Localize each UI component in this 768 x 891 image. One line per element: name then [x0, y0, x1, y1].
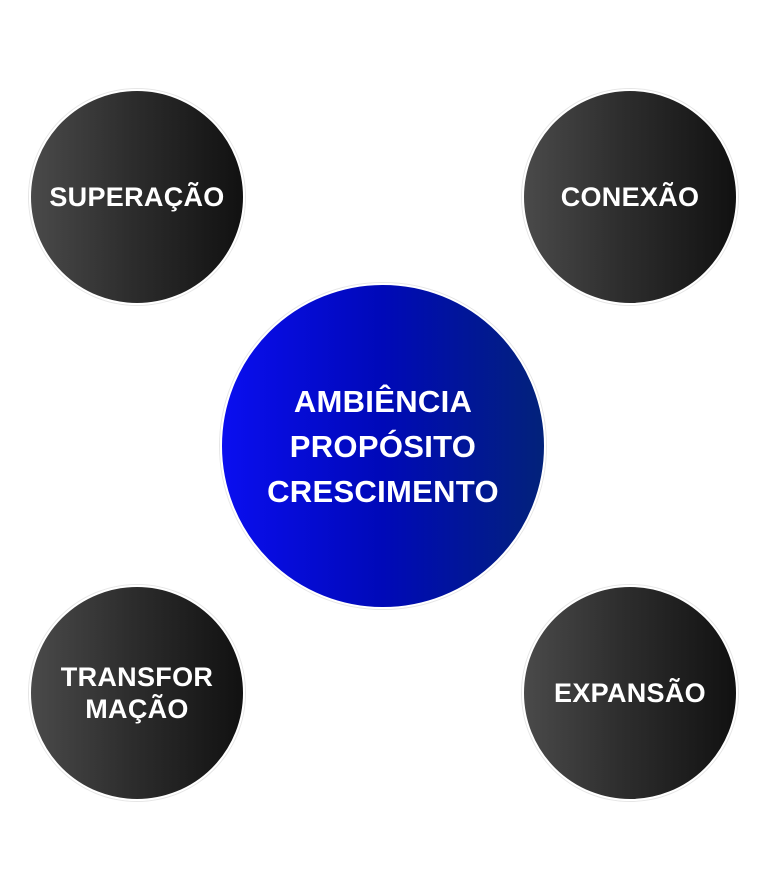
circle-transformacao: TRANSFOR MAÇÃO	[29, 585, 245, 801]
circle-label-line-2: MAÇÃO	[85, 694, 189, 724]
circle-expansao: EXPANSÃO	[522, 585, 738, 801]
center-label-line-2: PROPÓSITO	[289, 428, 477, 464]
center-label-line-1: AMBIÊNCIA	[293, 383, 473, 419]
center-circle: AMBIÊNCIA PROPÓSITO CRESCIMENTO	[220, 283, 546, 609]
center-label-line-3: CRESCIMENTO	[267, 473, 499, 509]
circle-label-line-1: TRANSFOR	[60, 662, 214, 692]
circle-label: CONEXÃO	[560, 182, 700, 212]
circle-label: EXPANSÃO	[554, 678, 706, 708]
circle-conexao: CONEXÃO	[522, 89, 738, 305]
circle-superacao: SUPERAÇÃO	[29, 89, 245, 305]
circle-label: SUPERAÇÃO	[49, 182, 225, 212]
